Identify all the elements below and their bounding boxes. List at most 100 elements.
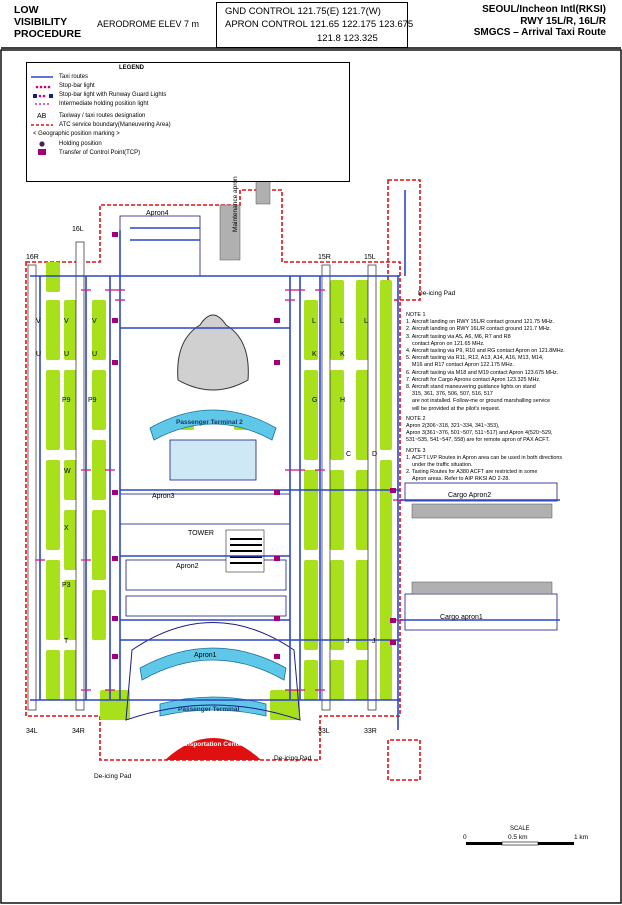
transfer-of-control-point [112, 232, 118, 237]
stop-bar-light [81, 469, 83, 471]
stop-bar-light [319, 689, 321, 691]
transfer-of-control-point [274, 360, 280, 365]
taxiway-label: U [36, 351, 42, 358]
runway-label: 15L [364, 254, 376, 261]
grass-area [46, 560, 60, 640]
stop-bar-light [285, 289, 287, 291]
runway-label: 33L [318, 728, 330, 735]
taxiway-label: K [312, 351, 317, 358]
grass-area [46, 300, 60, 360]
legend-item: Holding position [59, 141, 102, 147]
grass-area [356, 280, 370, 360]
runway-label: 33R [364, 728, 377, 735]
grass-area [92, 440, 106, 500]
taxiway-label: J [372, 638, 376, 645]
note-1-item: 5. Aircraft taxiing via R11, R12, A13, A… [406, 355, 544, 369]
procedure-title-line: PROCEDURE [14, 28, 82, 41]
stop-bar-light [299, 469, 301, 471]
stop-bar-light [401, 499, 403, 501]
stop-bar-light [297, 689, 299, 691]
stop-bar-light [317, 469, 319, 471]
stop-bar-light [287, 289, 289, 291]
stop-bar-light [119, 289, 121, 291]
runway-designation: RWY 15L/R, 16L/R [520, 15, 606, 27]
stop-bar-light [41, 559, 43, 561]
legend-stop-bar-icon [35, 85, 51, 89]
map-frame [0, 49, 622, 904]
passenger-terminal-1 [139, 647, 287, 760]
apron3-label: Apron3 [152, 493, 175, 500]
legend-item: ATC service boundary(Maneuvering Area) [59, 122, 171, 128]
stop-bar-light [35, 559, 37, 561]
stop-bar-light [87, 689, 89, 691]
stop-bar-light [113, 289, 115, 291]
taxiway-label: V [64, 318, 69, 325]
grass-area [304, 470, 318, 550]
stop-bar-light [87, 469, 89, 471]
procedure-title: LOW VISIBILITY PROCEDURE [14, 4, 81, 40]
stop-bar-light [111, 689, 113, 691]
stop-bar-light [89, 559, 91, 561]
note-1-item: 7. Aircraft for Cargo Aprons contact Apr… [406, 376, 541, 383]
note-1-item: 6. Aircraft taxiing via M18 and M19 cont… [406, 369, 559, 376]
stop-bar-light [315, 289, 317, 291]
stop-bar-light [289, 469, 291, 471]
de-icing-pad-label: De-icing Pad [274, 755, 312, 762]
stop-bar-light [289, 299, 291, 301]
runway-label: 34L [26, 728, 38, 735]
passenger-terminal-2-label: Passenger Terminal 2 [176, 419, 243, 426]
stop-bar-light [323, 689, 325, 691]
taxiway-label: H [340, 397, 346, 404]
stop-bar-light [303, 689, 305, 691]
stop-bar-light [37, 559, 39, 561]
stop-bar-light [393, 499, 395, 501]
transfer-of-control-point [112, 318, 118, 323]
legend-item: Taxiway / taxi routes designation [59, 113, 146, 119]
stop-bar-light [83, 289, 85, 291]
stop-bar-light [317, 689, 319, 691]
stop-bar-light [87, 559, 89, 561]
note-1-item: 2. Aircraft landing on RWY 16L/R contact… [406, 326, 552, 333]
stop-bar-light [83, 689, 85, 691]
grass-area [92, 300, 106, 360]
taxiway-label: L [312, 318, 316, 325]
taxiway-label: V [36, 318, 41, 325]
stop-bar-light [111, 469, 113, 471]
taxi-routes [30, 190, 560, 730]
taxiway-label: K [340, 351, 345, 358]
runway-strip [75, 241, 85, 711]
taxiway-label: D [372, 451, 378, 458]
stop-bar-light [317, 289, 319, 291]
stop-bar-light [301, 469, 303, 471]
stop-bar-light [321, 469, 323, 471]
grass-area [100, 690, 130, 720]
stop-bar-light [399, 619, 401, 621]
stop-bar-light [295, 689, 297, 691]
stop-bar-light [321, 289, 323, 291]
stop-bar-light [87, 289, 89, 291]
stop-bar-light [297, 289, 299, 291]
transportation-center-shape [165, 738, 261, 760]
stop-bar-light [121, 299, 123, 301]
stop-bar-light [323, 289, 325, 291]
apron1-label: Apron1 [194, 652, 217, 659]
stop-bar-light [109, 469, 111, 471]
taxiway-label: L [364, 318, 368, 325]
stop-bar-light [85, 469, 87, 471]
stop-bar-light [115, 299, 117, 301]
grass-area [64, 370, 78, 450]
transfer-of-control-point [112, 556, 118, 561]
transfer-of-control-point [112, 616, 118, 621]
stop-bar-light [291, 689, 293, 691]
stop-bar-light [301, 689, 303, 691]
maintenance-apron-label: Maintenance apron [232, 176, 239, 232]
transfer-of-control-point [390, 488, 396, 493]
stop-bar-light [319, 469, 321, 471]
stop-bar-light [295, 469, 297, 471]
stop-bar-light [123, 299, 125, 301]
grass-area [64, 580, 78, 640]
de-icing-pad-label: De-icing Pad [94, 773, 132, 780]
runway-strip [321, 264, 331, 711]
stop-bar-light [287, 689, 289, 691]
